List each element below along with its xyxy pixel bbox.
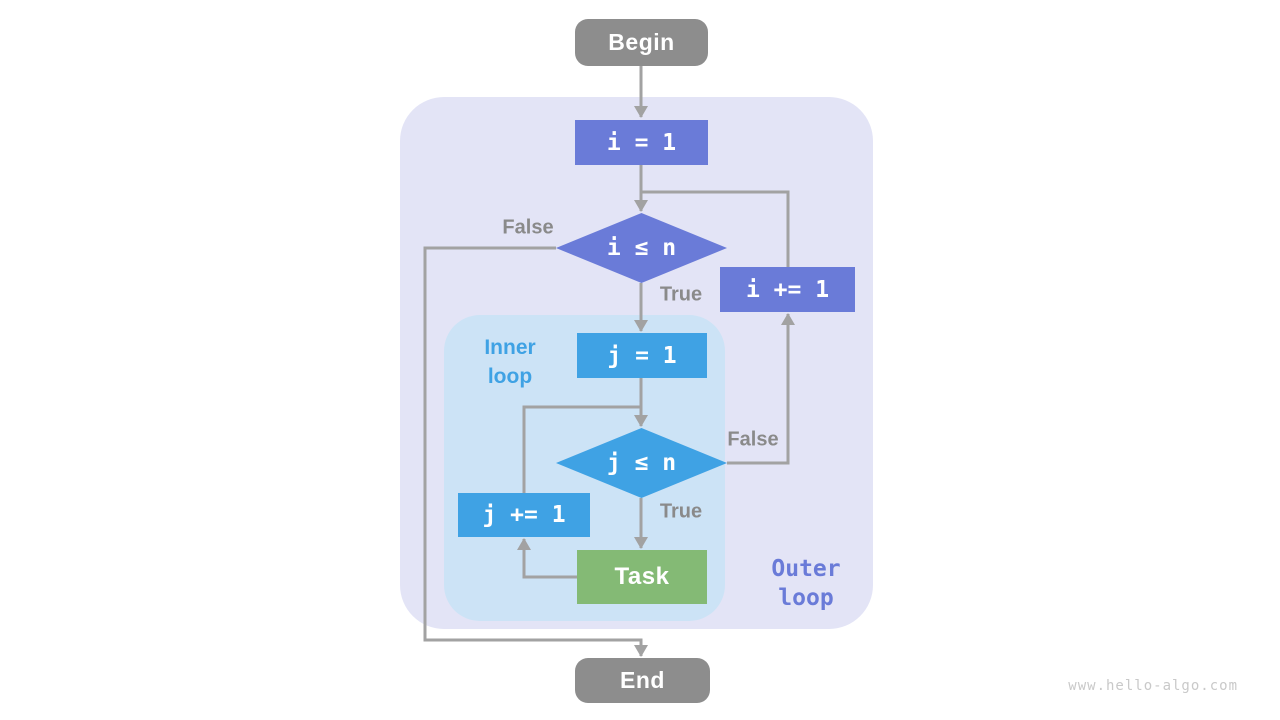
watermark: www.hello-algo.com <box>1068 678 1238 694</box>
node-begin: Begin <box>575 19 708 66</box>
node-task: Task <box>577 550 707 604</box>
outer-loop-label: Outer loop <box>771 556 841 611</box>
node-j-init: j = 1 <box>577 333 707 378</box>
node-j-increment: j += 1 <box>458 493 590 537</box>
node-i-init: i = 1 <box>575 120 708 165</box>
node-end: End <box>575 658 710 703</box>
node-i-increment: i += 1 <box>720 267 855 312</box>
edge-label-outer-true: True <box>659 283 703 306</box>
edge-label-inner-false: False <box>727 428 779 451</box>
inner-loop-label: Inner loop <box>484 336 536 388</box>
edge-label-outer-false: False <box>502 216 554 239</box>
edge-label-inner-true: True <box>659 500 703 523</box>
